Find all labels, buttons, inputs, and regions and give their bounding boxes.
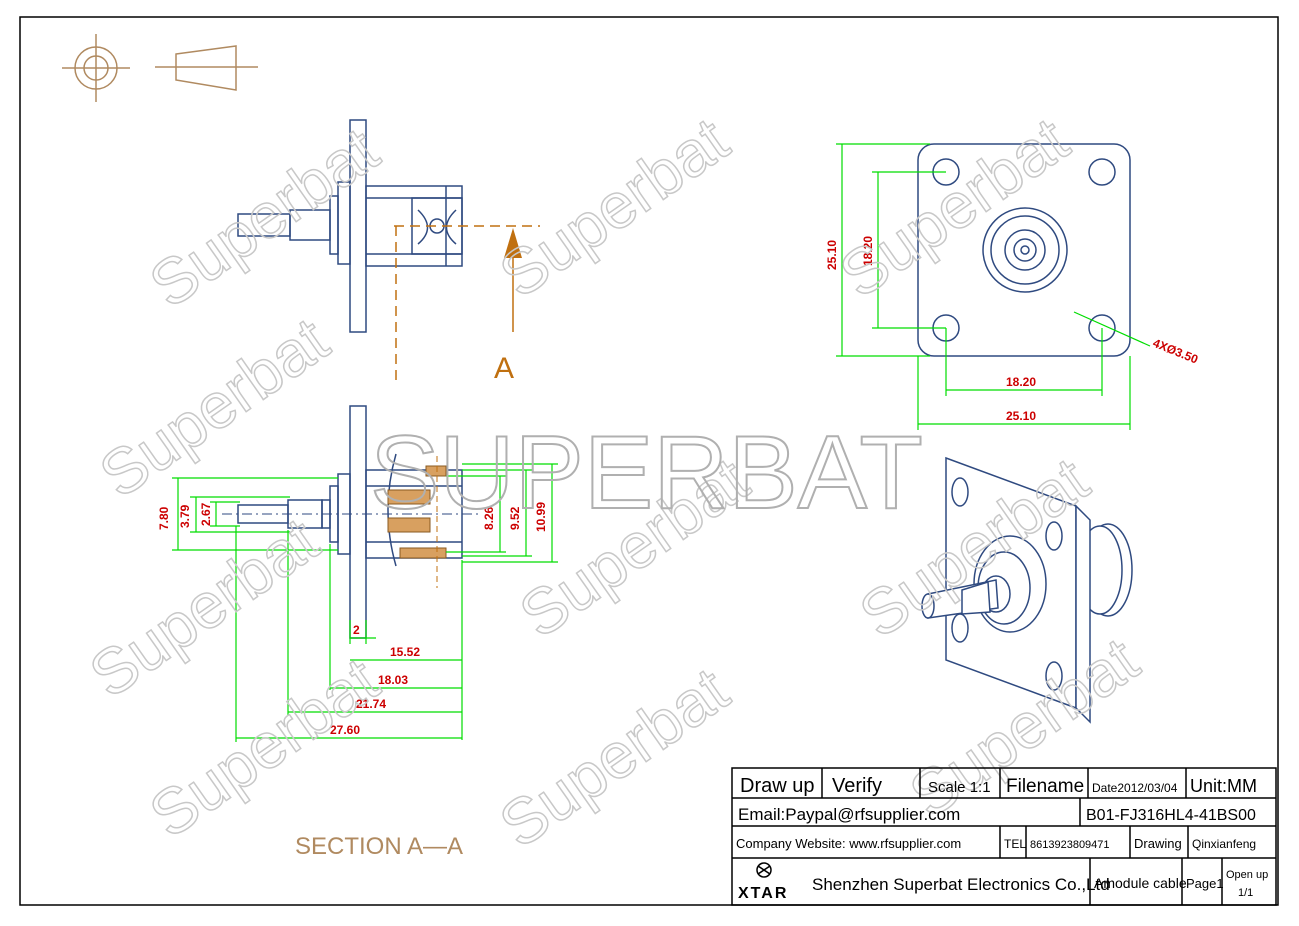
- tel-number: 8613923809471: [1030, 839, 1110, 851]
- watermark-small: Superbat: [87, 303, 341, 511]
- dim-15-52: 15.52: [390, 645, 420, 659]
- email-text: Email:Paypal@rfsupplier.com: [738, 805, 960, 824]
- module-label: Amodule cable: [1094, 875, 1187, 891]
- dim-10-99: 10.99: [534, 502, 548, 532]
- dim-9-52: 9.52: [508, 506, 522, 530]
- dim-front-25-10-v: 25.10: [825, 240, 839, 270]
- tel-label: TEL: [1004, 837, 1026, 851]
- dim-2-67: 2.67: [199, 502, 213, 526]
- iso-view: [921, 456, 1133, 724]
- dimension-lines-section: [172, 463, 558, 742]
- watermark-small: Superbat: [137, 643, 391, 851]
- dim-3-79: 3.79: [178, 504, 192, 528]
- projection-symbol-icon: [62, 34, 258, 102]
- unit-label: Unit:MM: [1190, 776, 1257, 796]
- verify-label: Verify: [832, 775, 882, 797]
- part-number: B01-FJ316HL4-41BS00: [1086, 807, 1256, 824]
- watermark-small: Superbat: [137, 113, 391, 321]
- watermark-big: SUPERBAT: [370, 415, 923, 531]
- filename-label: Filename: [1006, 776, 1084, 797]
- hole-note: 4XØ3.50: [1151, 336, 1200, 367]
- company-name: Shenzhen Superbat Electronics Co.,Ltd: [812, 875, 1110, 894]
- watermark-small: Superbat: [487, 103, 741, 311]
- section-cut-line: [394, 225, 540, 384]
- dim-27-60: 27.60: [330, 723, 360, 737]
- title-block: [731, 767, 1277, 906]
- section-label: SECTION A—A: [295, 833, 463, 860]
- dim-2: 2: [353, 623, 360, 637]
- sheet-border: [19, 16, 1279, 906]
- dim-21-74: 21.74: [356, 697, 386, 711]
- watermark-small: Superbat: [487, 653, 741, 861]
- dim-8-26: 8.26: [482, 506, 496, 530]
- watermark-small: Superbat: [77, 503, 331, 711]
- website-text: Company Website: www.rfsupplier.com: [736, 836, 961, 851]
- xtar-logo-text: XTAR: [738, 885, 788, 902]
- dim-front-25-10-h: 25.10: [1006, 409, 1036, 423]
- watermark-small: Superbat: [827, 103, 1081, 311]
- dim-front-18-20-h: 18.20: [1006, 375, 1036, 389]
- pages-label: 1/1: [1238, 887, 1253, 899]
- drawer-name: Qinxianfeng: [1192, 837, 1256, 851]
- open-up-label: Open up: [1226, 869, 1268, 881]
- section-marker: A: [494, 352, 514, 385]
- scale-label: Scale 1:1: [928, 779, 991, 796]
- section-arrow-icon: [504, 228, 522, 332]
- date-label: Date2012/03/04: [1092, 781, 1178, 795]
- dim-18-03: 18.03: [378, 673, 408, 687]
- page-label: Page1: [1186, 876, 1224, 891]
- dim-front-18-20-v: 18.20: [861, 236, 875, 266]
- dimension-lines-front: [836, 143, 1151, 430]
- drawing-label: Drawing: [1134, 836, 1182, 851]
- section-hatch: [387, 465, 447, 559]
- xtar-logo-icon: XTAR: [738, 862, 788, 902]
- dim-7-80: 7.80: [157, 506, 171, 530]
- draw-up-label: Draw up: [740, 775, 814, 797]
